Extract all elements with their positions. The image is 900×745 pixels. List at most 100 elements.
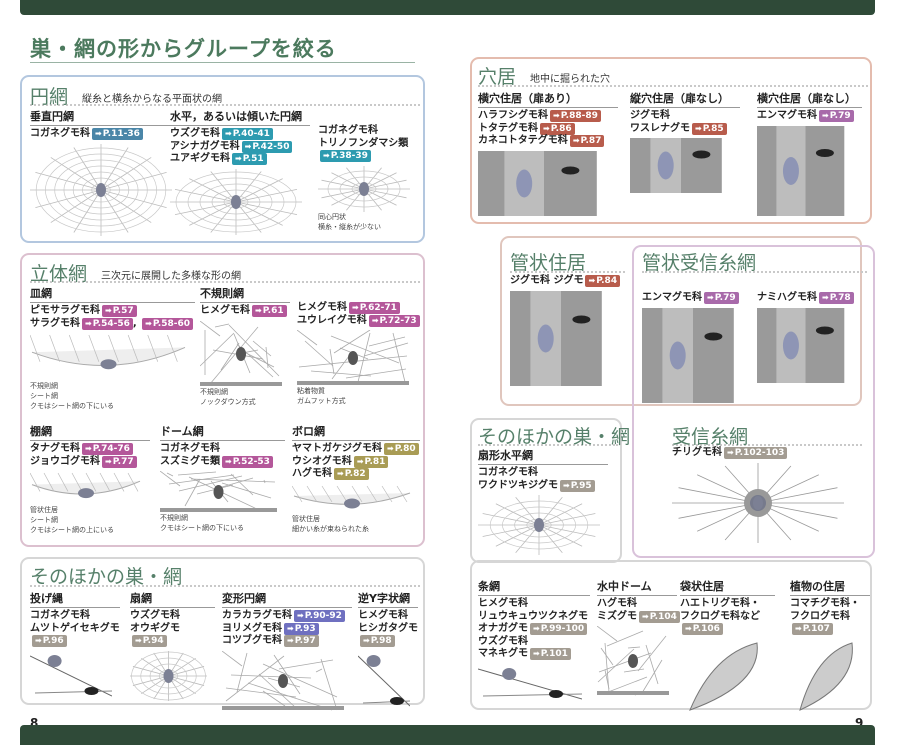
family-name: ハグモ科 <box>292 468 332 479</box>
family-name: ウズグモ科 <box>478 635 528 647</box>
section-title-other-left: そのほかの巣・網 <box>30 562 182 589</box>
family-name: タナグモ科 <box>30 443 80 454</box>
page-reference-badge[interactable]: ➡P.87 <box>569 135 605 147</box>
page-reference-badge[interactable]: ➡P.107 <box>792 623 833 635</box>
page-reference-badge[interactable]: ➡P.11-36 <box>92 128 143 140</box>
page-reference-badge[interactable]: ➡P.51 <box>232 153 267 165</box>
page-reference-badge[interactable]: ➡P.98 <box>360 635 395 647</box>
page-reference-badge[interactable]: ➡P.79 <box>704 292 739 304</box>
section-box-tube-signal <box>632 245 875 558</box>
section-box-tube <box>500 236 862 406</box>
page-reference-badge[interactable]: ➡P.90-92 <box>294 610 345 622</box>
section-title-other-right: そのほかの巣・網 <box>478 422 630 449</box>
family-entry: ヒメグモ科➡P.62-71 <box>297 302 417 315</box>
family-name: コツブグモ科 <box>222 635 282 646</box>
page-ref-text: P.98 <box>370 636 392 646</box>
page-reference-badge[interactable]: ➡P.77 <box>102 455 137 468</box>
family-name: ハラフシグモ科 <box>478 110 548 121</box>
page-ref-text: P.107 <box>802 624 830 634</box>
group-heading <box>642 275 752 290</box>
arrow-right-icon: ➡ <box>795 624 802 633</box>
page-reference-badge[interactable]: ➡P.102-103 <box>724 447 788 459</box>
page-reference-badge[interactable]: ➡P.40-41 <box>222 128 273 140</box>
family-entry: ユアギグモ科➡P.51 <box>170 153 310 166</box>
family-name: ヨリメグモ科 <box>222 622 282 634</box>
page-reference-badge[interactable]: ➡P.96 <box>32 635 67 647</box>
group-heading: 投げ縄 <box>30 590 120 608</box>
page-reference-badge[interactable]: ➡P.95 <box>560 479 595 492</box>
web-illustration <box>130 650 207 701</box>
page-ref-text: P.96 <box>42 636 64 646</box>
page-reference-badge[interactable]: ➡P.97 <box>284 635 319 647</box>
line-illustration <box>478 667 582 699</box>
group-heading: 水中ドーム <box>597 578 677 596</box>
arrow-right-icon: ➡ <box>85 444 92 453</box>
page-reference-badge[interactable]: ➡P.78 <box>819 292 854 304</box>
group-heading <box>297 285 417 300</box>
page-reference-badge[interactable]: ➡P.79 <box>819 110 854 122</box>
family-entry: リュウキュウツクネグモ <box>478 611 590 624</box>
illustration-label: ガムフット方式 <box>297 397 346 405</box>
page-reference-badge[interactable]: ➡P.52-53 <box>222 455 273 468</box>
page-title: 巣・網の形からグループを絞る <box>30 37 337 61</box>
family-name: オナガグモ <box>478 623 528 634</box>
family-name: ウズグモ科 <box>170 128 220 139</box>
leaf-illustration <box>799 641 853 711</box>
section-title-text: 管状受信糸網 <box>642 252 757 274</box>
page-reference-badge[interactable]: ➡P.82 <box>334 468 369 480</box>
page-reference-badge[interactable]: ➡P.74-76 <box>82 443 133 455</box>
group-heading <box>757 275 862 290</box>
page-ref-text: P.93 <box>294 623 316 634</box>
page-reference-badge[interactable]: ➡P.86 <box>540 122 575 135</box>
arrow-right-icon: ➡ <box>225 129 232 138</box>
web-illustration <box>318 165 410 212</box>
page-reference-badge[interactable]: ➡P.57 <box>102 305 137 317</box>
family-name: ウズグモ科 <box>130 610 180 621</box>
section-divider <box>30 585 420 587</box>
burrow-illustration <box>757 307 845 383</box>
page-reference-badge[interactable]: ➡P.85 <box>692 122 727 135</box>
family-name: ワクドツキジグモ <box>478 479 558 491</box>
illustration-label: シート網 <box>30 392 58 400</box>
family-name: コガネグモ科 <box>318 125 378 136</box>
page-reference-badge[interactable]: ➡P.62-71 <box>349 302 400 314</box>
page-ref-text: P.82 <box>344 469 366 479</box>
page-reference-badge[interactable]: ➡P.81 <box>353 455 389 468</box>
tangle-illustration <box>222 650 344 710</box>
group-heading: 扇形水平網 <box>478 447 608 465</box>
page-reference-badge[interactable]: ➡P.38-39 <box>320 150 371 162</box>
family-entry: ナミハグモ科➡P.78 <box>757 292 862 305</box>
page-reference-badge[interactable]: ➡P.42-50 <box>241 140 293 153</box>
burrow-illustration <box>642 307 734 403</box>
family-name: ヒシガタグモ <box>358 622 418 634</box>
page-reference-badge[interactable]: ➡P.88-89 <box>550 110 601 122</box>
page-ref-text: P.104 <box>649 611 677 622</box>
page-reference-badge[interactable]: ➡P.104 <box>639 610 680 623</box>
section-divider <box>30 281 420 283</box>
arrow-right-icon: ➡ <box>727 448 734 457</box>
page-ref-text: P.62-71 <box>359 303 397 313</box>
page-reference-badge[interactable]: ➡P.72-73 <box>368 314 420 327</box>
page-reference-badge[interactable]: ➡P.101 <box>530 648 571 660</box>
page-ref-text: P.58-60 <box>152 318 190 329</box>
page-reference-badge[interactable]: ➡P.106 <box>682 623 723 635</box>
family-name: ウシオグモ科 <box>292 455 352 467</box>
arrow-right-icon: ➡ <box>642 611 649 621</box>
page-reference-badge[interactable]: ➡P.58-60 <box>142 317 193 330</box>
page-reference-badge[interactable]: ➡P.99-100 <box>530 623 588 635</box>
section-box-burrow <box>470 57 872 224</box>
web-type-group: 扇網ウズグモ科オウギグモ➡P.94 <box>130 590 215 701</box>
page-reference-badge[interactable]: ➡P.61 <box>252 305 287 317</box>
family-name: マネキグモ <box>478 648 528 659</box>
family-name: ヒメグモ科 <box>297 302 347 313</box>
page-reference-badge[interactable]: ➡P.54-56 <box>82 317 133 330</box>
page-reference-badge[interactable]: ➡P.80 <box>384 443 419 455</box>
page-reference-badge[interactable]: ➡P.94 <box>132 635 167 647</box>
page-reference-badge[interactable]: ➡P.84 <box>585 275 621 287</box>
family-name: ジョウゴグモ科 <box>30 455 100 467</box>
page-reference-badge[interactable]: ➡P.93 <box>284 622 319 635</box>
arrow-right-icon: ➡ <box>337 469 344 478</box>
